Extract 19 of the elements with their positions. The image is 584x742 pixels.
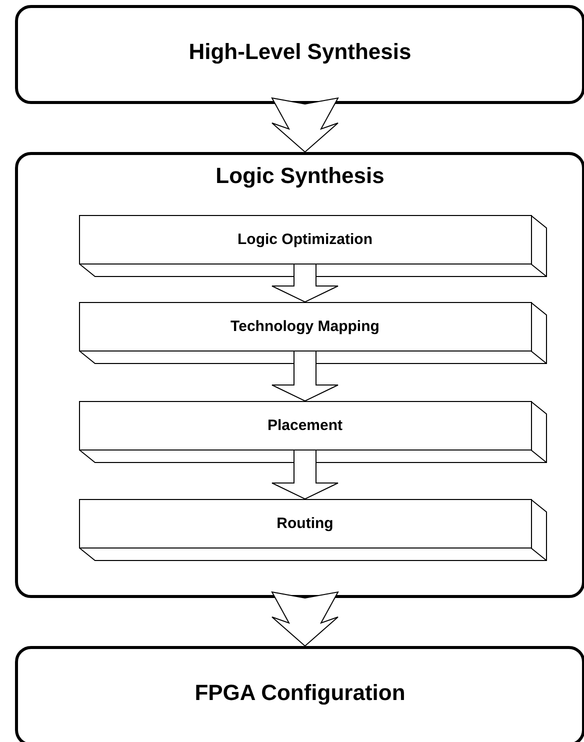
block-arrow (272, 450, 338, 500)
stage-box (15, 646, 584, 742)
block-arrow (272, 350, 338, 402)
step-block (79, 401, 547, 463)
step-label: Logic Optimization (236, 230, 374, 248)
stage-title: FPGA Configuration (194, 680, 406, 706)
step-label: Placement (266, 416, 344, 434)
step-block (79, 499, 547, 561)
block-arrow (271, 591, 339, 647)
step-label: Technology Mapping (230, 318, 380, 336)
stage-box (15, 5, 584, 104)
stage-title: High-Level Synthesis (188, 38, 412, 64)
step-block (79, 215, 547, 277)
step-label: Routing (276, 514, 334, 532)
step-block (79, 302, 547, 364)
block-arrow (272, 264, 338, 303)
block-arrow (271, 97, 339, 153)
stage-title: Logic Synthesis (214, 163, 386, 189)
stage-box (15, 152, 584, 598)
